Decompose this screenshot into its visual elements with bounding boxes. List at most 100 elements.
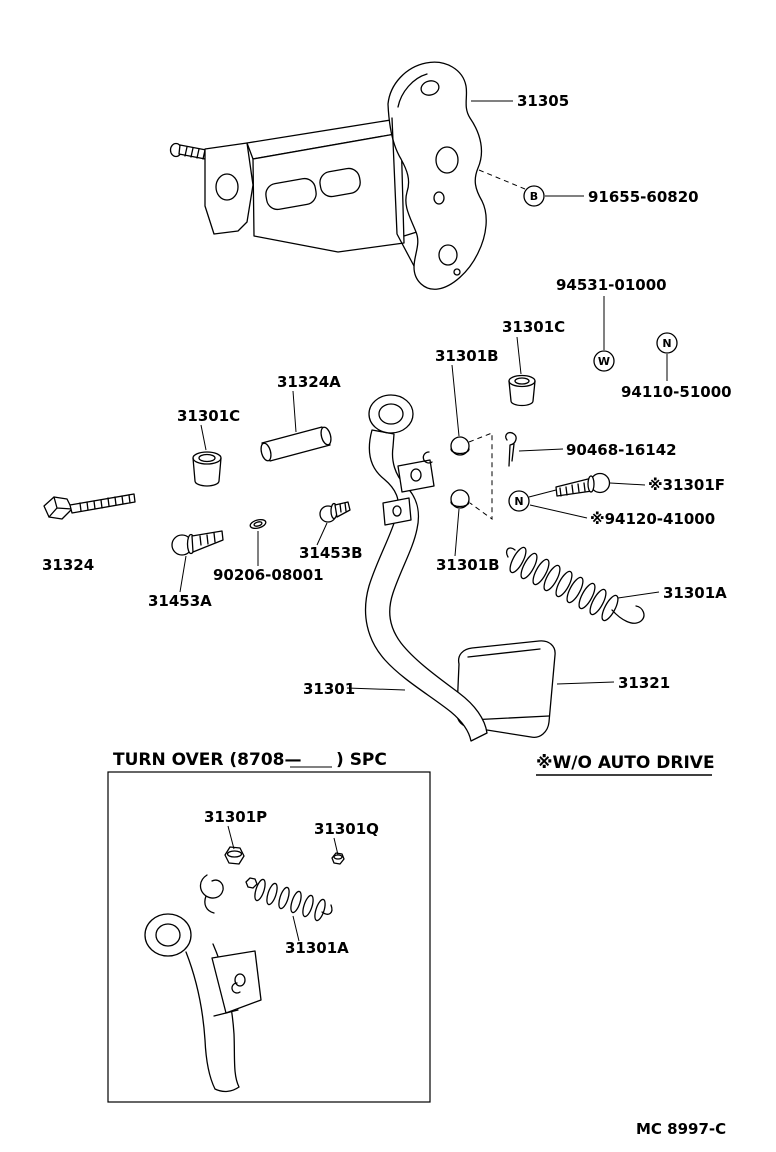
part-label-31453a: 31453A xyxy=(148,592,212,610)
part-label-31301a: 31301A xyxy=(663,584,727,602)
leader-31301c-left xyxy=(200,424,207,451)
bolt-symbol-letter: B xyxy=(530,190,538,203)
inset-spring-drawing xyxy=(245,877,333,922)
inset-nut-31301q-drawing xyxy=(331,852,345,865)
washer-symbol-circle xyxy=(593,350,615,372)
part-label-31453b: 31453B xyxy=(299,544,363,562)
part-label-31321: 31321 xyxy=(618,674,670,692)
nut-symbol-top-letter: N xyxy=(662,337,671,350)
bracket-tiny-hole xyxy=(453,268,461,276)
leader-31301q xyxy=(333,837,339,856)
part-label-31301q: 31301Q xyxy=(314,820,379,838)
bracket-fold-lines xyxy=(391,117,415,267)
bracket-31305-drawing xyxy=(169,61,487,290)
part-labels: 31305 91655-60820 94531-01000 31301C 313… xyxy=(42,92,732,698)
turn-over-inset: TURN OVER (8708—) SPC xyxy=(107,750,431,1103)
bracket-plate-inner-curve xyxy=(397,73,428,108)
leader-90468 xyxy=(518,448,564,452)
pedal-tab-lower-hole xyxy=(392,505,402,517)
leader-31301 xyxy=(346,687,406,691)
part-label-31301f: ※31301F xyxy=(648,476,725,494)
clip-90468-drawing xyxy=(505,431,517,467)
inset-title: TURN OVER (8708—) SPC xyxy=(113,750,387,770)
leader-31301b-top xyxy=(451,364,460,437)
leader-31301a xyxy=(617,591,660,599)
bolt-31301f-drawing xyxy=(555,472,611,497)
clip-mark xyxy=(422,451,433,464)
bracket-bottom-hole xyxy=(438,244,458,266)
leader-94120 xyxy=(529,504,588,519)
leader-31301a-inset xyxy=(292,915,300,942)
inset-hook xyxy=(199,874,224,914)
inset-pedal-drawing xyxy=(144,846,345,1093)
part-label-31305: 31305 xyxy=(517,92,569,110)
bushing-31301c-top-drawing xyxy=(508,374,536,407)
bolt-31453b-drawing xyxy=(319,501,351,523)
leader-31301b-bottom xyxy=(454,508,460,557)
nut-symbol-mid-circle xyxy=(508,490,530,512)
pedal-tab-upper-hole xyxy=(410,468,422,482)
auto-drive-note: ※W/O AUTO DRIVE xyxy=(536,753,715,776)
leader-31301f xyxy=(609,482,646,486)
pedal-boss-bore xyxy=(378,403,404,425)
bracket-slot-2 xyxy=(319,167,361,198)
bolt-31324-drawing xyxy=(43,493,136,520)
leader-31301p xyxy=(227,825,235,850)
bushing-31301b-top-drawing xyxy=(450,436,470,456)
leader-31324a xyxy=(292,390,297,433)
bushing-31301c-left-drawing xyxy=(192,451,222,487)
leader-31321 xyxy=(556,681,615,685)
note-text: ※W/O AUTO DRIVE xyxy=(536,753,715,773)
bracket-slot-1 xyxy=(265,177,317,211)
washer-90206-drawing xyxy=(249,518,267,530)
small-parts-drawing xyxy=(43,374,645,624)
leader-31453a xyxy=(179,555,187,593)
inset-clip-mark xyxy=(231,982,241,994)
part-label-31301: 31301 xyxy=(303,680,355,698)
bolt-symbol-circle xyxy=(523,185,545,207)
nut-symbol-top-circle xyxy=(656,332,678,354)
part-label-31301c-top: 31301C xyxy=(502,318,565,336)
bracket-ear-hole xyxy=(215,173,239,201)
part-label-31301p: 31301P xyxy=(204,808,267,826)
part-label-31324: 31324 xyxy=(42,556,94,574)
part-label-91655-60820: 91655-60820 xyxy=(588,188,699,206)
bracket-right-plate xyxy=(387,61,487,290)
inset-plate-hole xyxy=(234,973,246,987)
leader-31453b xyxy=(316,522,328,546)
nut-to-bolt-line xyxy=(528,489,557,498)
bracket-mid-hole xyxy=(435,146,459,174)
figure-code: MC 8997-C xyxy=(636,1120,726,1138)
spring-31301a-drawing xyxy=(505,546,645,624)
inset-nut-31301p-drawing xyxy=(224,846,245,865)
bushing-31301b-bottom-drawing xyxy=(450,489,470,509)
bracket-top-hole xyxy=(420,80,440,96)
part-label-31324a: 31324A xyxy=(277,373,341,391)
dashed-bushing-trace xyxy=(468,432,493,520)
inset-plate-edge xyxy=(213,1009,239,1017)
part-label-31301c-left: 31301C xyxy=(177,407,240,425)
washer-symbol-letter: W xyxy=(598,355,610,368)
pedal-assembly-drawing xyxy=(364,394,556,742)
leader-lines xyxy=(179,100,668,691)
nut-symbol-mid-letter: N xyxy=(514,495,523,508)
bracket-small-hole xyxy=(433,191,445,205)
pin-31324a-drawing xyxy=(260,426,332,462)
part-label-31301a-inset: 31301A xyxy=(285,939,349,957)
pedal-pad-drawing xyxy=(456,640,556,738)
dashed-bolt-trace xyxy=(478,169,526,190)
part-label-94531-01000: 94531-01000 xyxy=(556,276,667,294)
inset-border xyxy=(107,771,431,1103)
part-label-90468-16142: 90468-16142 xyxy=(566,441,677,459)
part-label-94110-51000: 94110-51000 xyxy=(621,383,732,401)
inset-boss-bore xyxy=(155,923,181,947)
part-label-90206-08001: 90206-08001 xyxy=(213,566,324,584)
fastener-symbols: B W N N xyxy=(508,185,678,512)
part-label-31301b-top: 31301B xyxy=(435,347,499,365)
part-label-31301b-bottom: 31301B xyxy=(436,556,500,574)
leader-31301c-top xyxy=(516,336,522,375)
inset-title-left: TURN OVER (8708— xyxy=(113,750,302,770)
part-label-94120-41000: ※94120-41000 xyxy=(590,510,715,528)
